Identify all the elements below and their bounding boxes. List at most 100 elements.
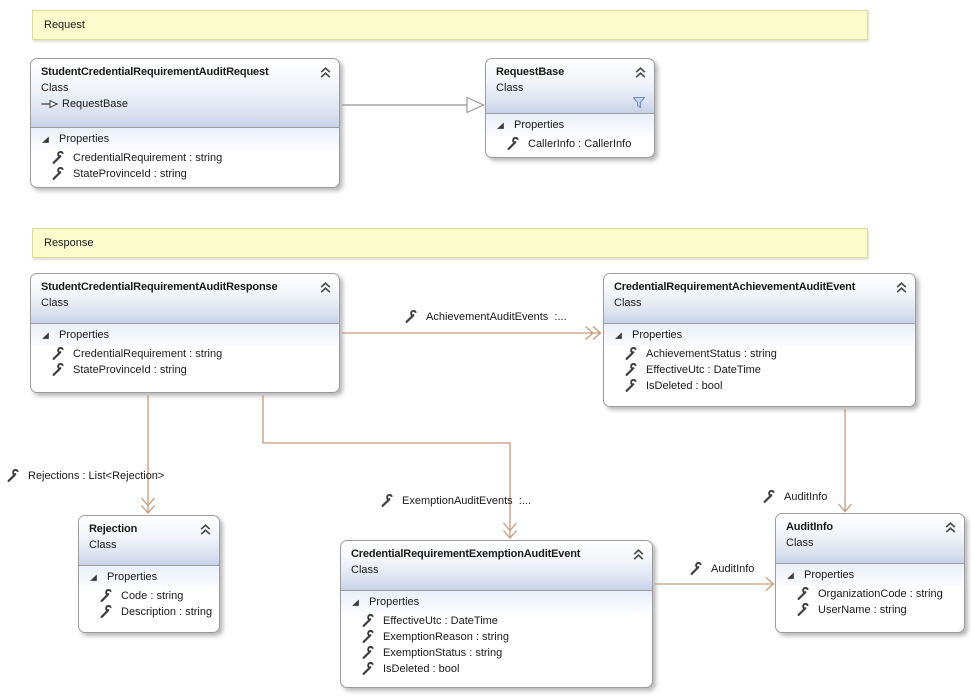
- property-wrench-icon: [100, 605, 112, 618]
- property-label: AchievementStatus : string: [646, 348, 777, 360]
- properties-section-header[interactable]: Properties: [79, 566, 219, 588]
- class-header[interactable]: CredentialRequirementAchievementAuditEve…: [604, 274, 915, 324]
- class-kind: Class: [89, 539, 117, 551]
- association-connector-auditinfo-from-achievement[interactable]: [838, 409, 852, 513]
- property-row[interactable]: Code : string: [79, 588, 219, 604]
- property-row[interactable]: UserName : string: [776, 602, 964, 618]
- property-wrench-icon: [625, 347, 637, 360]
- class-box-exemption-audit-event[interactable]: CredentialRequirementExemptionAuditEvent…: [340, 540, 653, 688]
- association-label-exemption-audit-events[interactable]: ExemptionAuditEvents :...: [380, 494, 531, 508]
- class-box-achievement-audit-event[interactable]: CredentialRequirementAchievementAuditEve…: [603, 273, 916, 407]
- property-wrench-icon: [52, 151, 64, 164]
- properties-section-header[interactable]: Properties: [604, 324, 915, 346]
- property-row[interactable]: ExemptionStatus : string: [341, 645, 652, 661]
- property-wrench-icon: [100, 589, 112, 602]
- property-row[interactable]: StateProvinceId : string: [31, 166, 339, 182]
- collapse-chevron-icon[interactable]: [199, 523, 212, 536]
- property-wrench-icon: [52, 363, 64, 376]
- property-wrench-icon: [797, 587, 809, 600]
- property-label: CallerInfo : CallerInfo: [528, 138, 632, 150]
- property-label: CredentialRequirement : string: [73, 348, 223, 360]
- inheritance-connector-request-to-requestbase[interactable]: [342, 96, 485, 114]
- class-header[interactable]: CredentialRequirementExemptionAuditEvent…: [341, 541, 652, 591]
- property-row[interactable]: OrganizationCode : string: [776, 586, 964, 602]
- class-kind: Class: [41, 82, 69, 94]
- association-label-auditinfo-top[interactable]: AuditInfo: [762, 490, 827, 504]
- association-label-text: Rejections : List<Rejection>: [28, 470, 165, 482]
- property-row[interactable]: CallerInfo : CallerInfo: [486, 136, 654, 152]
- association-label-text: AchievementAuditEvents :...: [426, 311, 567, 323]
- property-row[interactable]: IsDeleted : bool: [604, 378, 915, 394]
- section-label: Properties: [59, 133, 110, 145]
- properties-section-header[interactable]: Properties: [341, 591, 652, 613]
- association-connector-exemption-audit-events[interactable]: [262, 395, 517, 539]
- property-wrench-icon: [52, 167, 64, 180]
- properties-section-header[interactable]: Properties: [486, 114, 654, 136]
- class-header[interactable]: StudentCredentialRequirementAuditRequest…: [31, 59, 339, 128]
- property-label: Code : string: [121, 590, 184, 602]
- class-title: StudentCredentialRequirementAuditRespons…: [41, 281, 278, 293]
- banner-label: Request: [44, 19, 85, 31]
- association-label-text: AuditInfo: [711, 563, 755, 575]
- comment-banner-response[interactable]: Response: [32, 228, 868, 258]
- collapse-chevron-icon[interactable]: [895, 281, 908, 294]
- property-row[interactable]: CredentialRequirement : string: [31, 346, 339, 362]
- property-wrench-icon: [7, 469, 19, 482]
- property-label: StateProvinceId : string: [73, 168, 187, 180]
- properties-section-header[interactable]: Properties: [31, 128, 339, 150]
- comment-banner-request[interactable]: Request: [32, 10, 868, 40]
- class-kind: Class: [786, 537, 814, 549]
- class-kind: Class: [41, 297, 69, 309]
- class-title: RequestBase: [496, 66, 565, 78]
- association-label-rejections[interactable]: Rejections : List<Rejection>: [6, 469, 164, 483]
- association-label-auditinfo-left[interactable]: AuditInfo: [689, 562, 754, 576]
- section-label: Properties: [107, 571, 158, 583]
- class-header[interactable]: AuditInfo Class: [776, 514, 964, 564]
- property-row[interactable]: Description : string: [79, 604, 219, 620]
- properties-section-header[interactable]: Properties: [31, 324, 339, 346]
- property-row[interactable]: EffectiveUtc : DateTime: [604, 362, 915, 378]
- collapse-chevron-icon[interactable]: [944, 521, 957, 534]
- collapse-chevron-icon[interactable]: [632, 548, 645, 561]
- class-title: CredentialRequirementAchievementAuditEve…: [614, 281, 856, 293]
- property-row[interactable]: ExemptionReason : string: [341, 629, 652, 645]
- class-header[interactable]: StudentCredentialRequirementAuditRespons…: [31, 274, 339, 324]
- property-label: Description : string: [121, 606, 213, 618]
- property-wrench-icon: [405, 310, 417, 323]
- property-row[interactable]: AchievementStatus : string: [604, 346, 915, 362]
- association-label-text: ExemptionAuditEvents :...: [402, 495, 532, 507]
- class-box-requestbase[interactable]: RequestBase Class Properties CallerInfo …: [485, 58, 655, 158]
- association-label-achievement-audit-events[interactable]: AchievementAuditEvents :...: [404, 310, 567, 324]
- collapse-chevron-icon[interactable]: [634, 66, 647, 79]
- property-row[interactable]: EffectiveUtc : DateTime: [341, 613, 652, 629]
- property-row[interactable]: CredentialRequirement : string: [31, 150, 339, 166]
- section-expanded-triangle-icon: [352, 598, 359, 606]
- section-label: Properties: [632, 329, 683, 341]
- association-connector-auditinfo-from-exemption[interactable]: [655, 577, 775, 591]
- filter-icon[interactable]: [632, 96, 646, 109]
- property-label: CredentialRequirement : string: [73, 152, 223, 164]
- section-expanded-triangle-icon: [90, 573, 97, 581]
- class-title: CredentialRequirementExemptionAuditEvent: [351, 548, 581, 560]
- class-header[interactable]: RequestBase Class: [486, 59, 654, 114]
- class-kind: Class: [351, 564, 379, 576]
- collapse-chevron-icon[interactable]: [319, 281, 332, 294]
- property-wrench-icon: [690, 562, 702, 575]
- class-box-auditinfo[interactable]: AuditInfo Class Properties OrganizationC…: [775, 513, 965, 633]
- section-label: Properties: [804, 569, 855, 581]
- class-box-response[interactable]: StudentCredentialRequirementAuditRespons…: [30, 273, 340, 393]
- class-title: AuditInfo: [786, 521, 833, 533]
- association-connector-rejections[interactable]: [141, 395, 155, 514]
- property-label: IsDeleted : bool: [383, 663, 460, 675]
- association-connector-achievement-audit-events[interactable]: [342, 326, 602, 340]
- class-box-request[interactable]: StudentCredentialRequirementAuditRequest…: [30, 58, 340, 188]
- class-header[interactable]: Rejection Class: [79, 516, 219, 566]
- property-label: StateProvinceId : string: [73, 364, 187, 376]
- class-box-rejection[interactable]: Rejection Class Properties Code : string…: [78, 515, 220, 633]
- property-row[interactable]: StateProvinceId : string: [31, 362, 339, 378]
- property-row[interactable]: IsDeleted : bool: [341, 661, 652, 677]
- collapse-chevron-icon[interactable]: [319, 66, 332, 79]
- properties-section-header[interactable]: Properties: [776, 564, 964, 586]
- property-label: IsDeleted : bool: [646, 380, 723, 392]
- class-kind: Class: [496, 82, 524, 94]
